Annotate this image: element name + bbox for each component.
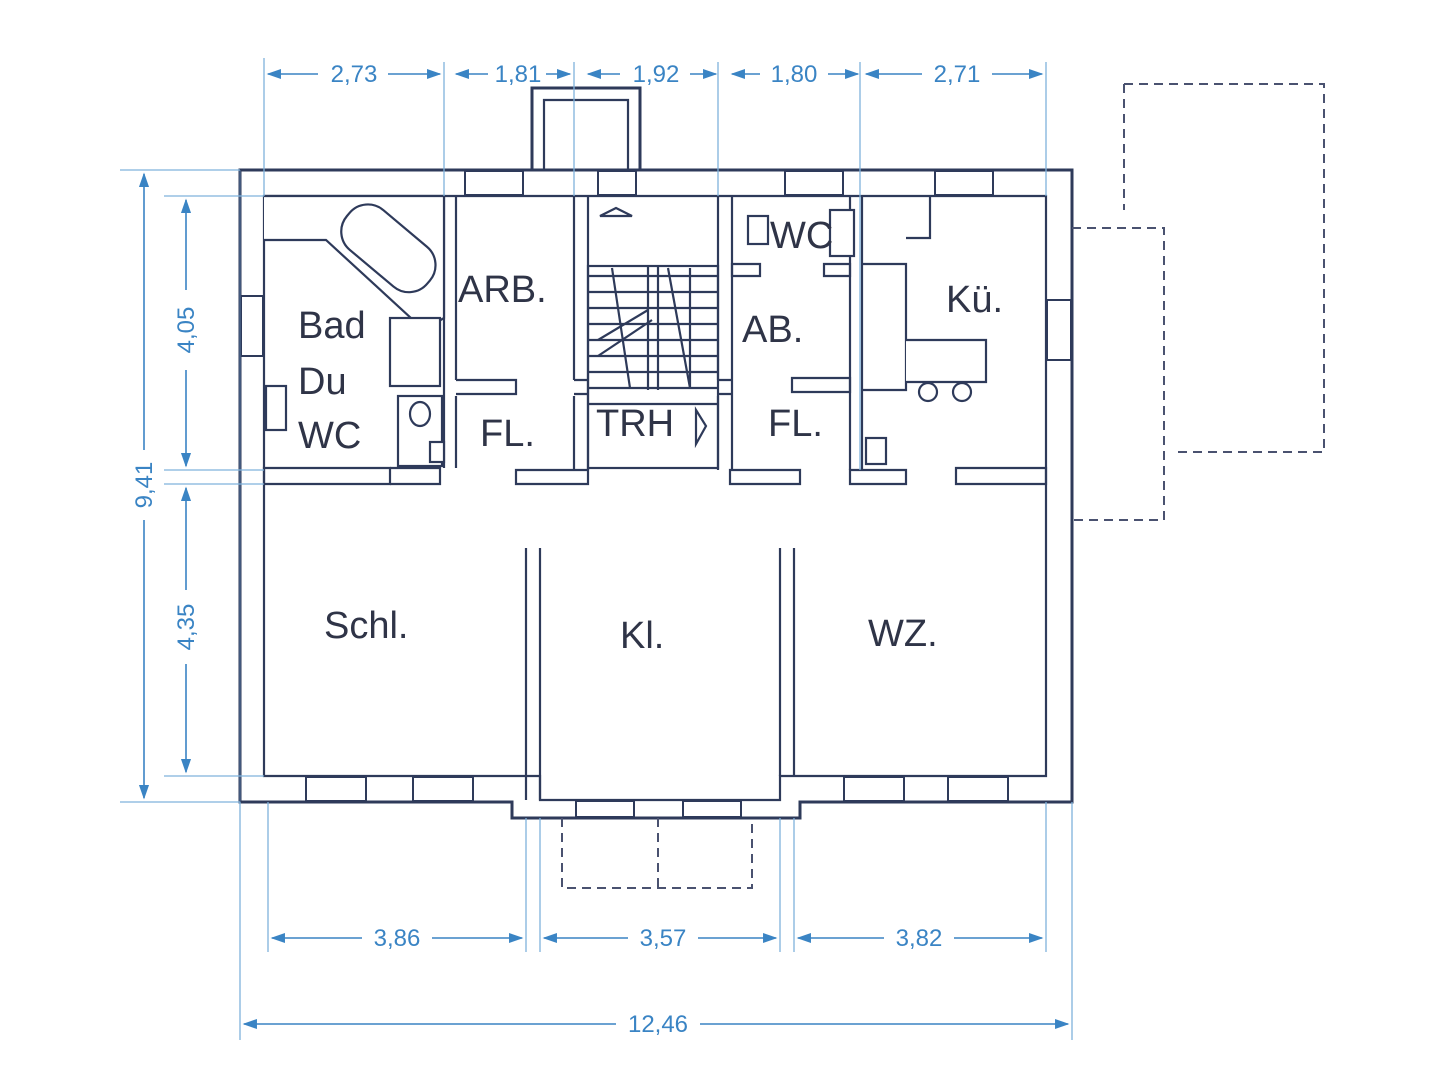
room-label-ab: AB.	[742, 309, 803, 351]
room-label-du: Du	[298, 361, 347, 403]
fixtures	[264, 194, 988, 470]
room-label-bad: Bad	[298, 305, 366, 347]
staircase	[586, 206, 720, 470]
room-label-trh: TRH	[596, 403, 674, 445]
dim-top-4: 1,80	[771, 61, 818, 88]
room-label-fl-left: FL.	[480, 413, 535, 455]
dim-left-lower: 4,35	[173, 604, 200, 651]
dim-left-upper: 4,05	[173, 307, 200, 354]
extension-lines	[120, 58, 1073, 1040]
dim-overall: 12,46	[628, 1011, 688, 1038]
room-label-wc-top: WC	[770, 215, 833, 257]
dim-top-5: 2,71	[934, 61, 981, 88]
room-label-wc-bath: WC	[298, 415, 361, 457]
dim-bottom-2: 3,57	[640, 925, 687, 952]
exterior-walls	[238, 86, 1074, 820]
dimension-lines	[138, 68, 1070, 1030]
room-label-arb: ARB.	[458, 269, 547, 311]
room-label-kue: Kü.	[946, 279, 1003, 321]
dim-top-1: 2,73	[331, 61, 378, 88]
room-label-wz: WZ.	[868, 613, 938, 655]
dashed-outlines	[561, 83, 1325, 889]
dim-top-2: 1,81	[495, 61, 542, 88]
dim-bottom-1: 3,86	[374, 925, 421, 952]
room-label-schl: Schl.	[324, 605, 408, 647]
dim-top-3: 1,92	[633, 61, 680, 88]
dimension-labels: 2,73 1,81 1,92 1,80 2,71 9,41 4,05 4,35 …	[131, 61, 980, 1038]
dim-left-total: 9,41	[131, 462, 158, 509]
dim-bottom-3: 3,82	[896, 925, 943, 952]
room-label-fl-right: FL.	[768, 403, 823, 445]
room-label-kl: Kl.	[620, 615, 664, 657]
room-labels: Bad Du WC ARB. WC AB. Kü. FL. TRH FL. Sc…	[298, 215, 1003, 657]
